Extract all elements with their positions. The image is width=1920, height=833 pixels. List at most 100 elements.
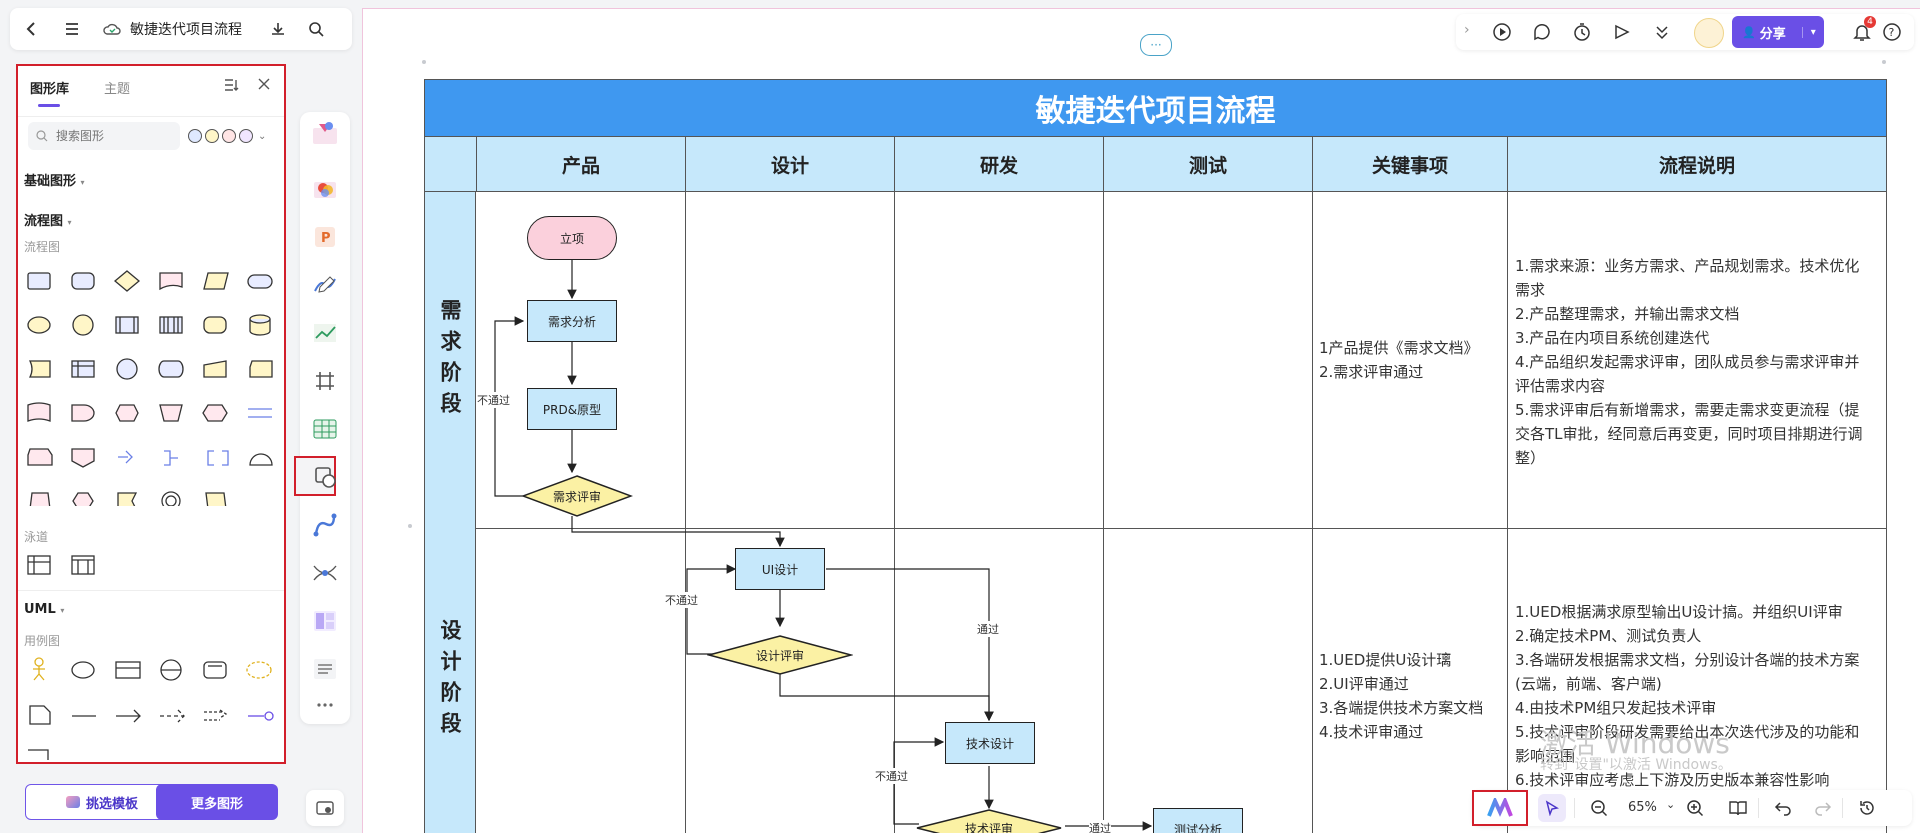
section-flowchart[interactable]: 流程图 ▾ — [24, 214, 72, 229]
template-gallery-icon[interactable] — [310, 118, 340, 148]
table-icon[interactable] — [310, 414, 340, 444]
layout-icon[interactable] — [310, 606, 340, 636]
timer-icon[interactable] — [1572, 22, 1592, 42]
flow-node-tech-review[interactable]: 技术评审 — [964, 821, 1013, 833]
expand-arrow-icon[interactable]: › — [1464, 22, 1470, 38]
divider — [1758, 798, 1759, 818]
selection-handle[interactable] — [408, 524, 412, 528]
flow-node-design-review-shape[interactable] — [707, 634, 853, 676]
theme-color-picker[interactable]: ⌄ — [188, 124, 276, 148]
bell-icon[interactable] — [1852, 22, 1872, 42]
minimap-icon — [316, 801, 334, 815]
divider — [18, 116, 284, 117]
cursor-icon — [1545, 800, 1559, 816]
column-divider — [1312, 192, 1313, 833]
color-swatch — [239, 129, 253, 143]
flow-node-start[interactable]: 立项 — [527, 216, 617, 260]
flow-node-ui-design[interactable]: UI设计 — [735, 548, 825, 590]
section-uml[interactable]: UML ▾ — [24, 602, 65, 617]
chart-icon[interactable] — [310, 318, 340, 348]
header-key-items: 关键事项 — [1313, 136, 1508, 192]
header-product: 产品 — [477, 136, 686, 192]
flow-node-tech-design[interactable]: 技术设计 — [945, 722, 1035, 764]
ai-assistant-button[interactable] — [1472, 790, 1528, 826]
section-basic-shapes[interactable]: 基础图形 ▾ — [24, 174, 85, 189]
process-table[interactable]: 敏捷迭代项目流程 产品 设计 研发 测试 关键事项 流程说明 需求阶段 设计阶段… — [424, 79, 1887, 833]
select-tool-button[interactable] — [1538, 794, 1566, 822]
stage-design: 设计阶段 — [425, 529, 476, 833]
key-items-design: 1.UED提供U设计璃 2.UI评审通过 3.各端提供技术方案文档 4.技术评审… — [1319, 651, 1484, 741]
sort-icon[interactable] — [224, 78, 240, 96]
flow-node-prd[interactable]: PRD&原型 — [527, 388, 617, 430]
more-shapes-button[interactable]: 更多图形 — [156, 784, 278, 820]
doc-title[interactable]: 敏捷迭代项目流程 — [130, 22, 242, 38]
tab-theme[interactable]: 主题 — [104, 82, 131, 97]
more-icon[interactable] — [310, 690, 340, 720]
search-icon[interactable] — [302, 15, 330, 43]
uml-shapes-grid[interactable] — [22, 654, 284, 760]
selection-handle[interactable] — [422, 60, 426, 64]
download-icon[interactable] — [264, 15, 292, 43]
zoom-in-icon[interactable] — [1686, 799, 1704, 817]
flowchart-shapes-grid[interactable] — [22, 266, 284, 506]
notification-badge: 4 — [1864, 16, 1876, 28]
close-icon[interactable] — [258, 78, 270, 94]
history-icon[interactable] — [1858, 799, 1876, 817]
undo-icon[interactable] — [1774, 799, 1792, 817]
help-icon[interactable]: ? — [1882, 22, 1902, 42]
collapse-icon[interactable] — [1652, 22, 1672, 42]
header-dev: 研发 — [895, 136, 1104, 192]
ai-design-icon[interactable] — [310, 174, 340, 204]
selection-handle[interactable] — [1882, 60, 1886, 64]
header-stage — [425, 136, 477, 192]
frame-icon[interactable] — [310, 366, 340, 396]
search-box[interactable] — [28, 122, 180, 150]
header-process-desc: 流程说明 — [1508, 136, 1886, 192]
column-divider — [685, 192, 686, 833]
search-input[interactable] — [54, 128, 168, 144]
tab-active-indicator — [38, 104, 60, 107]
avatar[interactable] — [1694, 18, 1724, 48]
svg-text:?: ? — [1889, 26, 1895, 39]
key-items-requirements: 1产品提供《需求文档》 2.需求评审通过 — [1319, 339, 1479, 381]
shape-icon[interactable] — [310, 462, 340, 492]
more-options-icon[interactable]: ··· — [1140, 34, 1172, 56]
chevron-down-icon[interactable]: ⌄ — [1666, 798, 1676, 811]
back-icon[interactable] — [18, 15, 46, 43]
redo-icon[interactable] — [1814, 799, 1832, 817]
book-icon[interactable] — [1728, 799, 1748, 817]
color-swatch — [188, 129, 202, 143]
zoom-out-icon[interactable] — [1590, 799, 1608, 817]
minimap-button[interactable] — [306, 790, 344, 826]
flow-node-req-analysis[interactable]: 需求分析 — [527, 300, 617, 342]
present-icon[interactable] — [1492, 22, 1512, 42]
divider — [18, 590, 284, 591]
share-button[interactable]: 👤 分享 ▾ — [1732, 16, 1824, 48]
flow-node-tech-review-shape[interactable] — [915, 808, 1063, 833]
tab-shape-library[interactable]: 图形库 — [30, 82, 70, 97]
flow-node-test-analysis[interactable]: 测试分析 — [1153, 808, 1243, 833]
text-list-icon[interactable] — [310, 654, 340, 684]
subsection-flowchart: 流程图 — [24, 240, 61, 254]
color-swatch — [205, 129, 219, 143]
right-toolbar: › 👤 分享 ▾ 4 ? — [1456, 14, 1914, 50]
swimlane-shapes[interactable] — [22, 550, 122, 580]
user-add-icon: 👤 — [1742, 25, 1756, 39]
color-swatch — [222, 129, 236, 143]
vote-icon[interactable] — [1612, 22, 1632, 42]
flow-node-req-review-shape[interactable] — [521, 474, 633, 518]
mindmap-icon[interactable] — [310, 558, 340, 588]
divider — [1574, 798, 1575, 818]
chevron-down-icon[interactable]: ▾ — [1801, 26, 1816, 38]
pen-icon[interactable] — [310, 270, 340, 300]
connector-icon[interactable] — [310, 510, 340, 540]
zoom-level[interactable]: 65% — [1628, 800, 1657, 815]
comment-icon[interactable] — [1532, 22, 1552, 42]
divider — [1842, 798, 1843, 818]
flow-node-design-review[interactable]: 设计评审 — [755, 648, 804, 663]
subsection-swimlane: 泳道 — [24, 530, 49, 544]
shape-library-panel: 图形库 主题 ⌄ 基础图形 ▾ 流程图 ▾ 流程图 — [16, 64, 286, 764]
menu-icon[interactable] — [58, 15, 86, 43]
ppt-icon[interactable]: P — [310, 222, 340, 252]
flow-node-req-review[interactable]: 需求评审 — [552, 489, 601, 504]
